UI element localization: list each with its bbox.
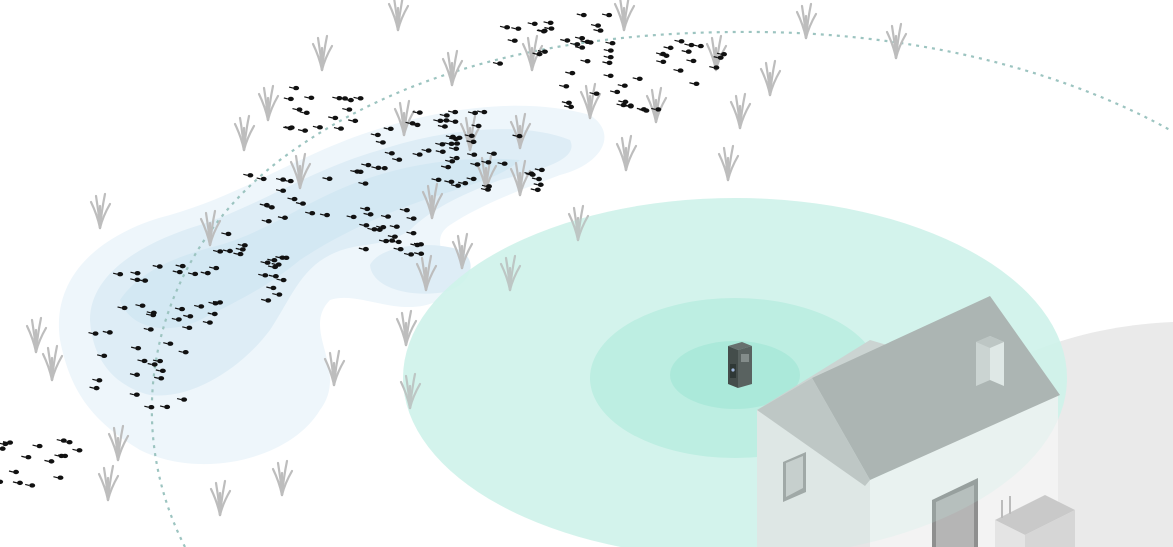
protection-zone-overlay <box>403 198 1067 547</box>
grass-tuft-icon <box>99 466 118 500</box>
mosquito-icon <box>591 23 601 27</box>
mosquito-icon <box>602 61 612 65</box>
mosquito-icon <box>633 77 643 81</box>
mosquito-icon <box>342 107 352 111</box>
mosquito-icon <box>610 90 620 94</box>
mosquito-icon <box>577 13 587 17</box>
mosquito-icon <box>605 41 615 45</box>
mosquito-icon <box>348 119 358 123</box>
grass-tuft-icon <box>211 481 230 515</box>
mosquito-icon <box>604 48 614 52</box>
mosquito-icon <box>618 100 628 104</box>
mosquito-icon <box>694 44 704 48</box>
mosquito-icon <box>500 25 510 29</box>
mosquito-icon <box>328 116 338 120</box>
mosquito-icon <box>33 444 43 448</box>
grass-tuft-icon <box>91 194 110 228</box>
grass-tuft-icon <box>389 0 408 30</box>
grass-tuft-icon <box>235 116 254 150</box>
grass-tuft-icon <box>443 51 462 85</box>
mosquito-icon <box>709 65 719 69</box>
mosquito-icon <box>593 28 603 32</box>
mosquito-icon <box>284 97 294 101</box>
mosquito-icon <box>53 475 63 479</box>
mosquito-icon <box>292 107 302 111</box>
mosquito-icon <box>9 470 19 474</box>
mosquito-icon <box>313 125 323 129</box>
mosquito-icon <box>618 84 628 88</box>
mosquito-icon <box>289 86 299 90</box>
mosquito-icon <box>13 481 23 485</box>
mosquito-icon <box>493 61 503 65</box>
mosquito-icon <box>689 82 699 86</box>
mosquito-icon <box>581 59 591 63</box>
mosquito-icon <box>72 448 82 452</box>
grass-tuft-icon <box>313 36 332 70</box>
mosquito-icon <box>562 101 572 105</box>
grass-tuft-icon <box>259 86 278 120</box>
mosquito-icon <box>564 105 574 109</box>
mosquito-icon <box>354 96 364 100</box>
grass-tuft-icon <box>761 61 780 95</box>
mosquito-icon <box>575 36 585 40</box>
mosquito-icon <box>682 49 692 53</box>
grass-tuft-icon <box>887 24 906 58</box>
grass-tuft-icon <box>581 84 600 118</box>
mosquito-icon <box>656 60 666 64</box>
grass-tuft-icon <box>719 146 738 180</box>
mosquito-icon <box>21 455 31 459</box>
mosquito-icon <box>565 71 575 75</box>
grass-tuft-icon <box>27 318 46 352</box>
grass-tuft-icon <box>273 461 292 495</box>
mosquito-icon <box>604 74 614 78</box>
mosquito-icon <box>590 92 600 96</box>
mosquito-icon <box>664 46 674 50</box>
grass-tuft-icon <box>43 346 62 380</box>
mosquito-icon <box>0 480 3 484</box>
mosquito-icon <box>25 483 35 487</box>
mosquito-icon <box>511 26 521 30</box>
mosquito-icon <box>0 446 6 450</box>
grass-tuft-icon <box>615 0 634 30</box>
mosquito-icon <box>57 438 67 442</box>
grass-tuft-icon <box>647 88 666 122</box>
mosquito-icon <box>674 39 684 43</box>
mosquito-icon <box>570 42 580 46</box>
mosquito-icon <box>602 13 612 17</box>
mosquito-icon <box>544 21 554 25</box>
grass-tuft-icon <box>731 94 750 128</box>
mosquito-icon <box>531 188 541 192</box>
grass-tuft-icon <box>617 136 636 170</box>
mosquito-icon <box>656 52 666 56</box>
mosquito-icon <box>684 43 694 47</box>
mosquito-icon <box>304 96 314 100</box>
mosquito-icon <box>604 55 614 59</box>
mosquito-icon <box>508 39 518 43</box>
mosquito-icon <box>44 459 54 463</box>
mosquito-icon <box>334 126 344 130</box>
mosquito-icon <box>559 84 569 88</box>
mosquito-icon <box>243 173 253 177</box>
mosquito-icon <box>528 22 538 26</box>
mosquito-icon <box>560 38 570 42</box>
mosquito-icon <box>673 68 683 72</box>
mosquito-icon <box>298 128 308 132</box>
mosquito-icon <box>686 59 696 63</box>
